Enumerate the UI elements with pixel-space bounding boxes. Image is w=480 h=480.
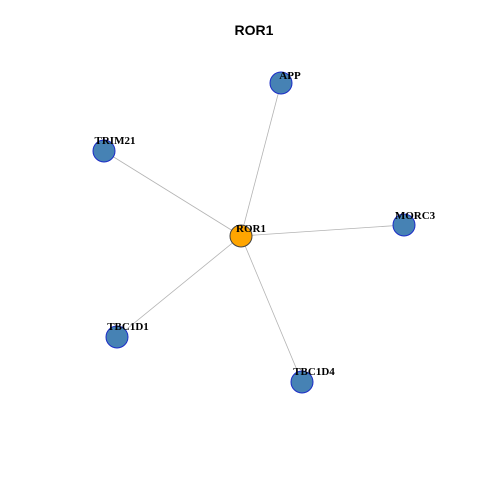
node-tbc1d1 <box>105 325 129 349</box>
node-morc3 <box>392 213 416 237</box>
node-label-tbc1d4: TBC1D4 <box>293 366 335 378</box>
edge-ror1-tbc1d4 <box>240 235 303 383</box>
edge-ror1-trim21 <box>103 150 242 237</box>
edges-layer <box>103 82 405 383</box>
edge-ror1-app <box>240 82 282 237</box>
node-app <box>269 71 293 95</box>
node-tbc1d4 <box>290 370 314 394</box>
node-label-app: APP <box>279 70 301 82</box>
edge-ror1-morc3 <box>240 224 405 237</box>
node-label-ror1: ROR1 <box>236 223 266 235</box>
graph-title: ROR1 <box>235 22 274 38</box>
node-label-trim21: TRIM21 <box>95 135 136 147</box>
node-label-morc3: MORC3 <box>395 210 436 222</box>
nodes-layer <box>92 71 416 394</box>
edge-ror1-tbc1d1 <box>116 235 242 338</box>
node-trim21 <box>92 139 116 163</box>
node-label-tbc1d1: TBC1D1 <box>107 321 149 333</box>
node-ror1 <box>229 224 253 248</box>
